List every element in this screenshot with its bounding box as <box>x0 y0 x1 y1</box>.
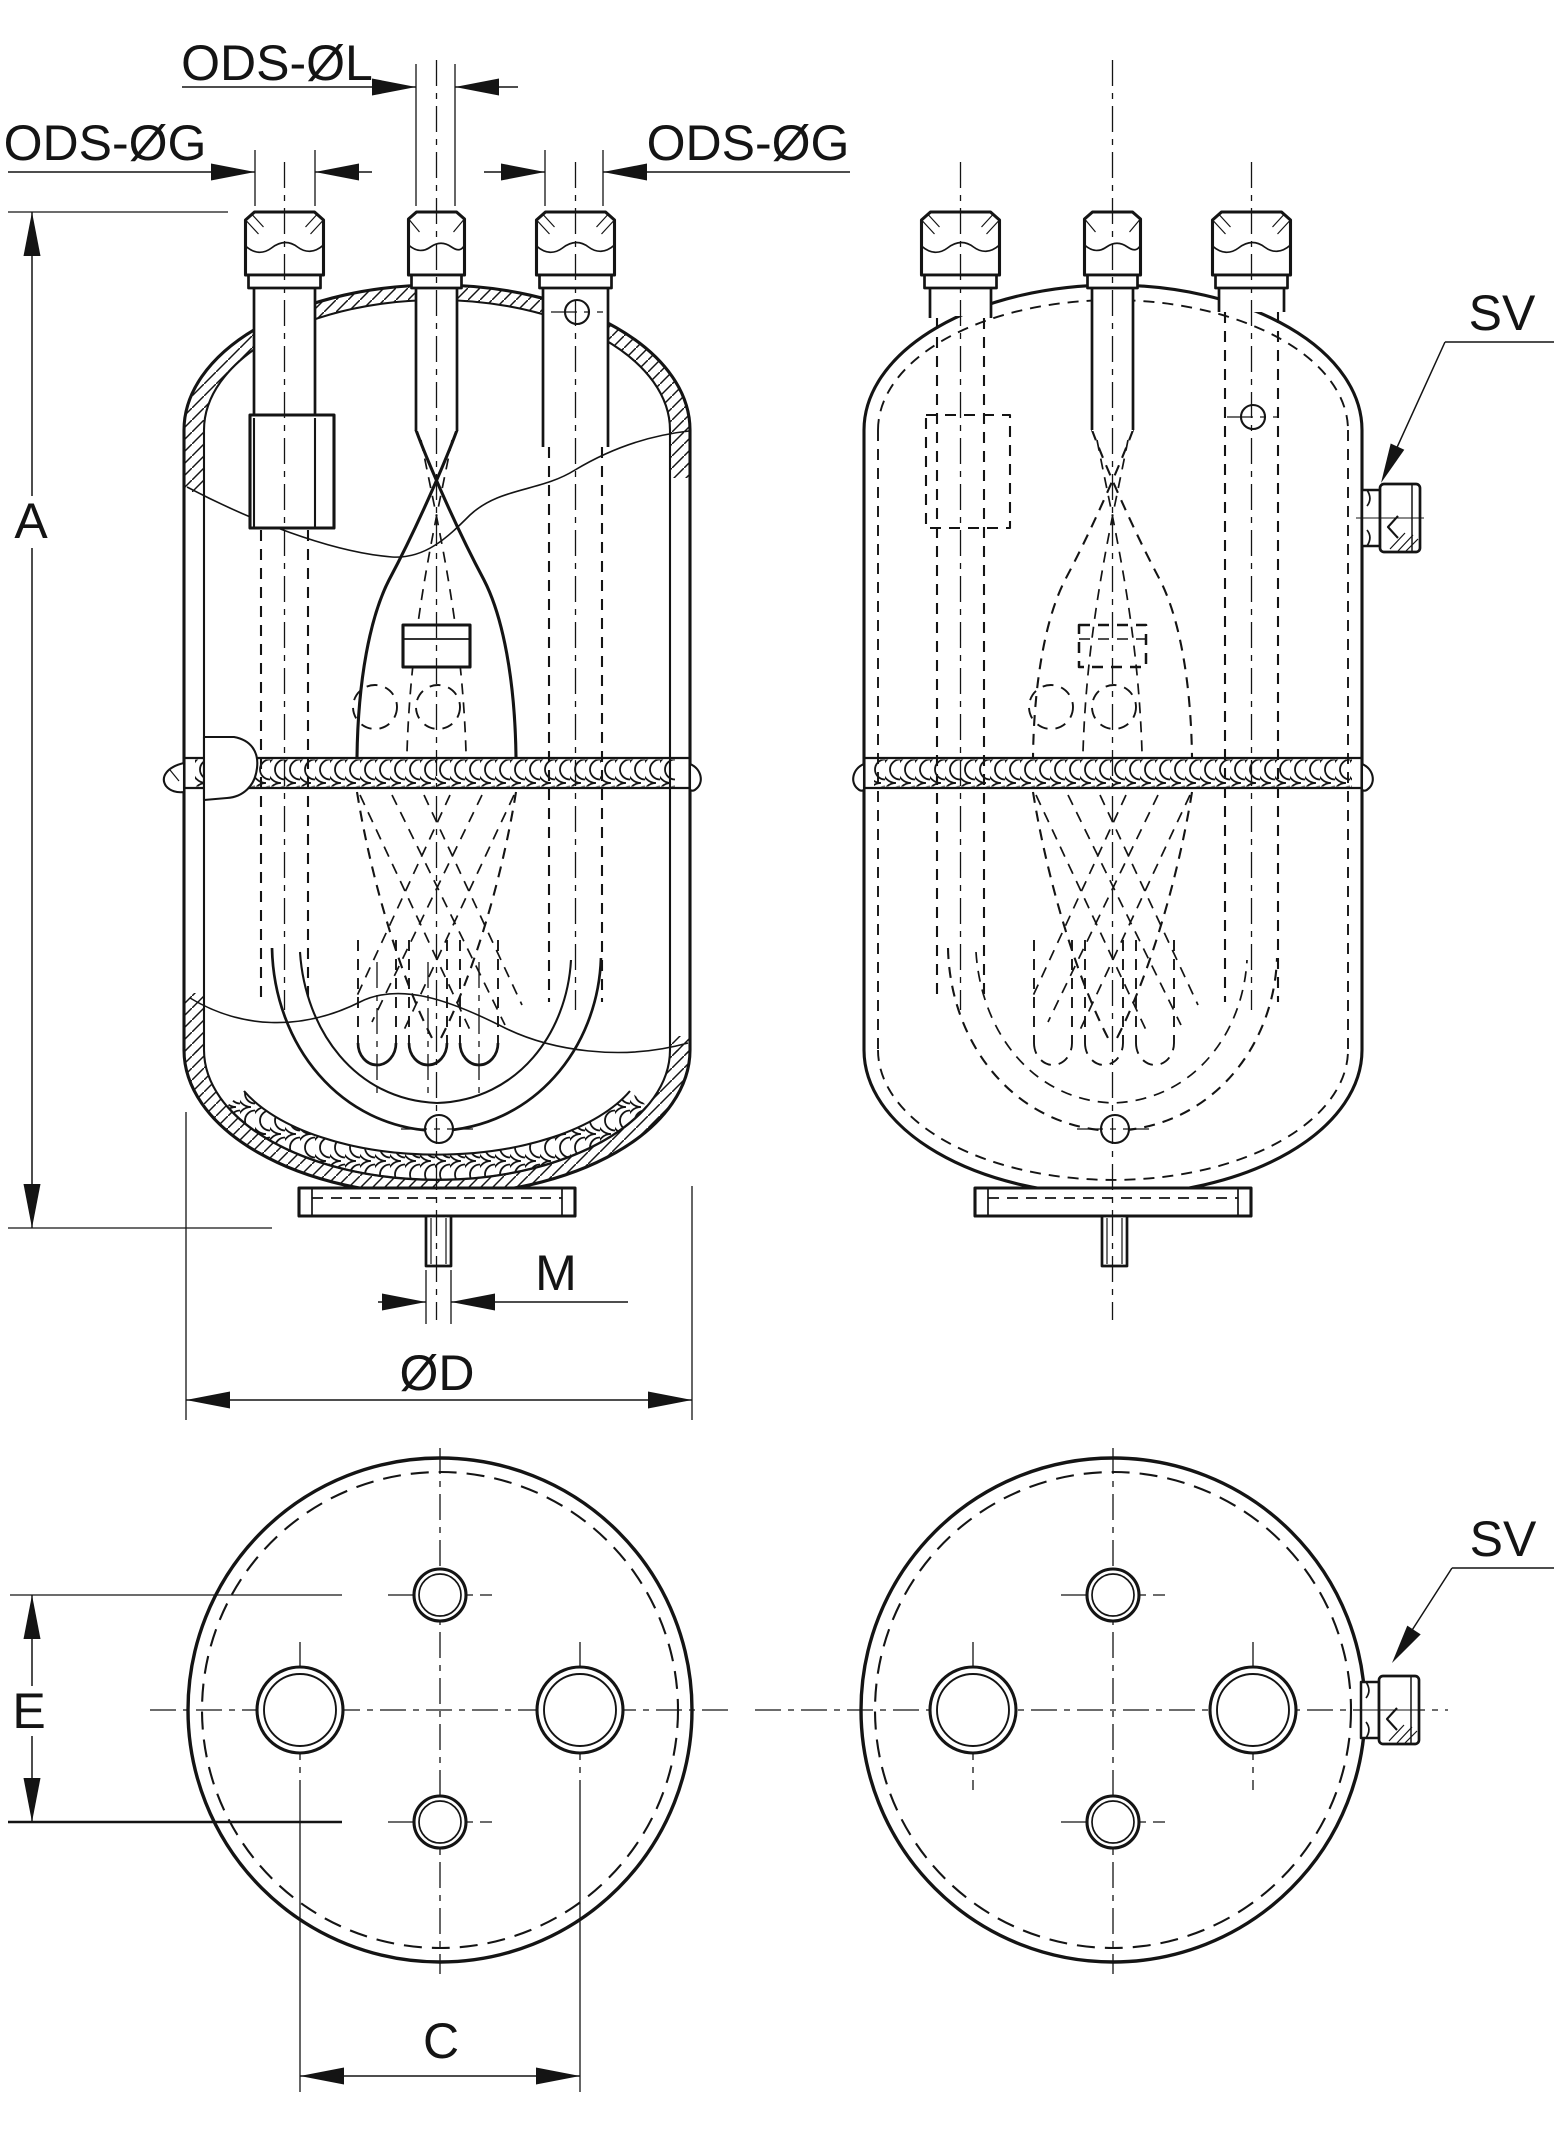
label-m: M <box>535 1245 577 1301</box>
tube-hole-left <box>928 1665 1018 1755</box>
sv-callout-top: SV <box>1381 285 1554 483</box>
label-od: ØD <box>400 1345 475 1401</box>
tube-hole-right <box>1208 1665 1298 1755</box>
sv-callout-bottom: SV <box>1392 1511 1554 1663</box>
schrader-valve-fitting-top <box>1354 482 1426 554</box>
label-sv-bottom: SV <box>1470 1511 1537 1567</box>
label-sv-top: SV <box>1469 285 1536 341</box>
tube-hole-bottom <box>1085 1794 1141 1850</box>
centerlines-left-vessel <box>283 60 577 1320</box>
top-connections-right-vessel <box>919 210 1293 431</box>
inlet-collar <box>248 413 336 530</box>
dimension-od: ØD <box>185 1112 693 1420</box>
dimension-e: E <box>8 1594 342 1824</box>
dimension-ods-ol: ODS-ØL <box>181 35 518 206</box>
tube-hole-top <box>412 1567 468 1623</box>
bottom-view-left <box>150 1448 732 1974</box>
dimension-ods-og-left: ODS-ØG <box>4 115 372 206</box>
label-c: C <box>423 2013 459 2069</box>
label-ods-og-left: ODS-ØG <box>4 115 207 171</box>
weld-seam-left-vessel <box>162 735 702 802</box>
label-ods-og-right: ODS-ØG <box>647 115 850 171</box>
tube-hole-right <box>535 1665 625 1755</box>
dimension-c: C <box>299 1790 581 2092</box>
tube-hole-bottom <box>412 1794 468 1850</box>
dimension-a: A <box>8 211 272 1229</box>
bottom-stud <box>1100 1214 1129 1268</box>
tube-hole-left <box>255 1665 345 1755</box>
dimension-ods-og-right: ODS-ØG <box>484 115 850 206</box>
bottom-view-right <box>755 1448 1448 1974</box>
centerlines-right-vessel <box>959 60 1253 1320</box>
label-a: A <box>14 493 48 549</box>
front-view-external <box>852 60 1426 1320</box>
bottom-stud <box>424 1214 453 1268</box>
upper-break-line <box>186 430 690 558</box>
dimension-m: M <box>378 1245 628 1324</box>
lower-break-line <box>189 992 689 1054</box>
tube-hole-top <box>1085 1567 1141 1623</box>
label-ods-ol: ODS-ØL <box>181 35 373 91</box>
schrader-valve-fitting-bottom <box>1353 1674 1425 1746</box>
label-e: E <box>12 1683 45 1739</box>
front-view-sectioned <box>162 60 702 1320</box>
